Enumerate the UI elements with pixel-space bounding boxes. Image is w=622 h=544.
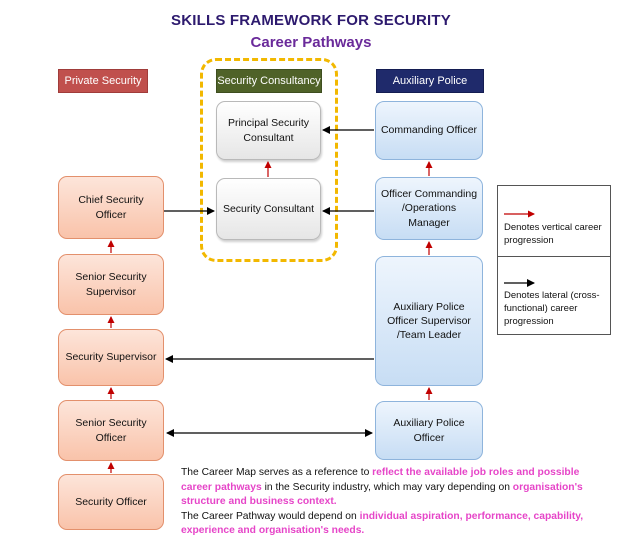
career-map-note: The Career Map serves as a reference to …: [181, 466, 611, 539]
legend: Denotes vertical career progression Deno…: [497, 185, 611, 335]
role-senior-security-officer: Senior Security Officer: [58, 400, 164, 461]
note-highlight: reflect the available job roles and poss…: [181, 467, 580, 493]
note-text: The Career Map serves as a reference to: [181, 467, 373, 478]
note-highlight: organisation's structure and business co…: [181, 481, 583, 508]
header-security-consultancy: Security Consultancy: [216, 69, 322, 93]
header-private-security: Private Security: [58, 69, 148, 93]
role-security-supervisor: Security Supervisor: [58, 329, 164, 386]
note-text: The Career Pathway would depend on: [181, 510, 360, 522]
legend-divider: [498, 186, 610, 257]
role-principal-security-consultant: Principal Security Consultant: [216, 101, 321, 160]
consultancy-highlight-frame: [200, 58, 338, 262]
legend-lateral-label: Denotes lateral (cross-functional) caree…: [504, 290, 600, 327]
page-title: SKILLS FRAMEWORK FOR SECURITY: [171, 12, 451, 29]
role-auxiliary-police-officer: Auxiliary Police Officer: [375, 401, 483, 460]
note-text: in the Security industry, which may vary…: [261, 481, 513, 493]
role-chief-security-officer: Chief Security Officer: [58, 176, 164, 239]
note-highlight: individual aspiration, performance, capa…: [181, 510, 584, 537]
role-senior-security-supervisor: Senior Security Supervisor: [58, 254, 164, 315]
role-officer-commanding: Officer Commanding /Operations Manager: [375, 177, 483, 240]
role-auxiliary-police-officer-supervisor: Auxiliary Police Officer Supervisor /Tea…: [375, 256, 483, 386]
page-subtitle: Career Pathways: [250, 34, 372, 51]
role-security-consultant: Security Consultant: [216, 178, 321, 240]
role-security-officer: Security Officer: [58, 474, 164, 530]
legend-vertical-label: Denotes vertical career progression: [504, 222, 602, 246]
role-commanding-officer: Commanding Officer: [375, 101, 483, 160]
header-auxiliary-police: Auxiliary Police: [376, 69, 484, 93]
